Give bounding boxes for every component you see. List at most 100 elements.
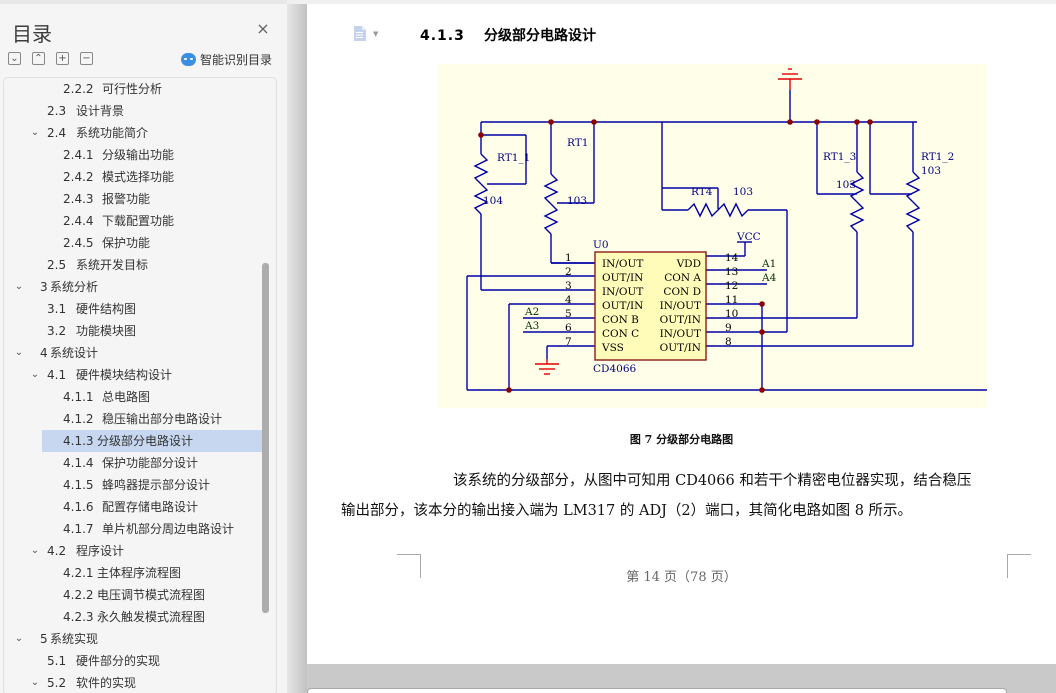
- dropdown-arrow-icon[interactable]: ▼: [373, 30, 379, 38]
- pot-value-rt4: 103: [733, 186, 753, 198]
- chevron-down-icon[interactable]: ⌄: [14, 633, 24, 644]
- toc-item-label: 系统分析: [50, 280, 99, 294]
- pin-number: 4: [565, 294, 572, 306]
- collapse-all-icon[interactable]: −: [80, 52, 93, 65]
- pin-number: 5: [565, 308, 572, 320]
- chevron-down-icon[interactable]: ⌄: [14, 281, 24, 292]
- smart-toc-label: 智能识别目录: [200, 53, 273, 67]
- toc-item[interactable]: 2.4.2 模式选择功能: [4, 166, 264, 188]
- toc-item-number: 5.2: [47, 676, 67, 690]
- document-outline-icon[interactable]: [353, 26, 367, 41]
- page-shadow: [287, 4, 307, 693]
- toc-item-label: 下载配置功能: [102, 214, 175, 228]
- toc-item-label: 保护功能: [102, 236, 151, 250]
- pin-name: CON A: [664, 272, 701, 284]
- toc-item-label: 硬件部分的实现: [76, 654, 161, 668]
- toc-item-label: 软件的实现: [76, 676, 137, 690]
- ground-icon: [535, 359, 559, 375]
- rt4-pot: [687, 202, 749, 218]
- toc-item-label: 电压调节模式流程图: [97, 588, 206, 602]
- pot-value-rt1-3: 103: [836, 179, 856, 191]
- smart-toc-button[interactable]: 智能识别目录: [181, 51, 272, 68]
- toc-item-number: 4.1.2: [63, 412, 94, 426]
- toc-item-label: 模式选择功能: [102, 170, 175, 184]
- pin-name: IN/OUT: [602, 286, 643, 298]
- section-number: 4.1.3: [420, 28, 465, 44]
- section-title: 分级部分电路设计: [484, 28, 596, 44]
- collapse-up-icon[interactable]: ⌃: [32, 52, 45, 65]
- toc-item[interactable]: ⌄ 5.2 软件的实现: [4, 672, 264, 693]
- toc-item-number: 2.3: [47, 104, 67, 118]
- pin-name: IN/OUT: [602, 258, 643, 270]
- toc-item-label: 分级输出功能: [102, 148, 175, 162]
- pin-name: VSS: [601, 342, 624, 354]
- pin-name: CON B: [602, 314, 639, 326]
- toc-item-number: 2.4: [47, 126, 67, 140]
- toc-item-label: 配置存储电路设计: [102, 500, 199, 514]
- chevron-down-icon[interactable]: ⌄: [30, 369, 40, 380]
- toc-scrollbar[interactable]: [262, 263, 269, 613]
- chevron-down-icon[interactable]: ⌄: [30, 677, 40, 688]
- pin-name: IN/OUT: [660, 300, 701, 312]
- expand-all-icon[interactable]: +: [56, 52, 69, 65]
- toc-item-number: 4.1.1: [63, 390, 94, 404]
- toc-item-number: 4.1: [47, 368, 67, 382]
- pin-name: IN/OUT: [660, 328, 701, 340]
- rt1-2-pot: [905, 171, 921, 203]
- pin-name: VDD: [676, 258, 701, 270]
- toc-item-number: 3.2: [47, 324, 67, 338]
- toc-item-label: 报警功能: [102, 192, 151, 206]
- toc-item-label: 蜂鸣器提示部分设计: [102, 478, 211, 492]
- pin-number: 13: [725, 266, 738, 278]
- sidebar-title: 目录: [12, 22, 52, 46]
- toc-item-number: 3: [40, 280, 48, 294]
- toc-item-label: 可行性分析: [102, 82, 163, 96]
- pot-ref-rt1: RT1: [567, 137, 588, 149]
- chevron-down-icon[interactable]: ⌄: [30, 545, 40, 556]
- expand-down-icon[interactable]: ⌄: [8, 52, 21, 65]
- toc-item-number: 5: [40, 632, 48, 646]
- toc-item[interactable]: 4.1.2 稳压输出部分电路设计: [4, 408, 264, 430]
- pin-number: 6: [565, 322, 572, 334]
- toc-item-number: 2.4.2: [63, 170, 94, 184]
- pin-number: 8: [725, 336, 732, 348]
- close-icon[interactable]: ×: [256, 19, 270, 38]
- chip-ref: U0: [593, 239, 609, 251]
- pin-name: CON C: [602, 328, 639, 340]
- body-paragraph: 该系统的分级部分，从图中可知用 CD4066 和若干个精密电位器实现，结合稳压 …: [341, 466, 1017, 526]
- toc-item-label: 稳压输出部分电路设计: [102, 412, 223, 426]
- pin-number: 10: [725, 308, 738, 320]
- chevron-down-icon[interactable]: ⌄: [14, 347, 24, 358]
- toc-item-number: 2.5: [47, 258, 67, 272]
- pot-ref-rt1-2: RT1_2: [921, 151, 954, 163]
- toc-item-label: 程序设计: [76, 544, 125, 558]
- chevron-down-icon[interactable]: ⌄: [30, 127, 40, 138]
